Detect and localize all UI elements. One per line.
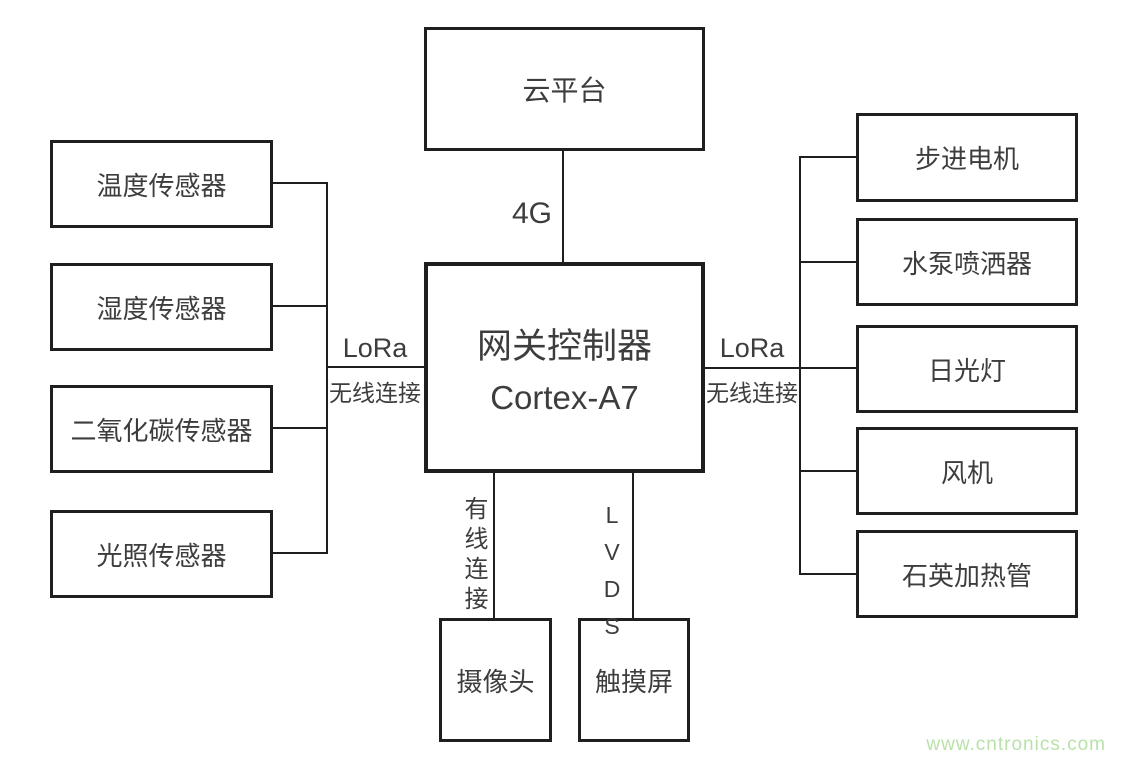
node-cloud-platform: 云平台 (424, 27, 705, 151)
edge-gateway-camera (493, 472, 495, 618)
node-touchscreen-label: 触摸屏 (594, 666, 673, 697)
node-fluorescent-lamp: 日光灯 (856, 325, 1078, 413)
edge-fluorescent-lamp (801, 367, 856, 369)
label-wired-connection: 有线连接 (460, 496, 487, 616)
node-gateway-controller: 网关控制器 Cortex-A7 (424, 262, 705, 473)
node-touchscreen: 触摸屏 (578, 618, 690, 742)
edge-fan (801, 470, 856, 472)
edge-right-bus (799, 156, 801, 575)
node-stepper-motor-label: 步进电机 (914, 144, 1019, 174)
node-fan: 风机 (856, 427, 1078, 515)
edge-gateway-touchscreen (632, 472, 634, 618)
node-camera-label: 摄像头 (456, 666, 535, 697)
label-wireless-right: 无线连接 (706, 380, 798, 406)
node-humidity-sensor: 湿度传感器 (50, 263, 273, 351)
label-lora-right: LoRa (719, 333, 785, 363)
edge-left-bus (326, 182, 328, 554)
node-quartz-heater: 石英加热管 (856, 530, 1078, 618)
node-fluorescent-lamp-label: 日光灯 (927, 355, 1006, 386)
edge-stepper-motor (801, 156, 856, 158)
node-stepper-motor: 步进电机 (856, 113, 1078, 202)
node-humidity-sensor-label: 湿度传感器 (96, 293, 227, 324)
node-water-pump-sprayer: 水泵喷洒器 (856, 218, 1078, 306)
edge-quartz-heater (801, 573, 856, 575)
node-gateway-controller-label: 网关控制器 (476, 327, 652, 366)
edge-left-bus-gateway (328, 366, 424, 368)
edge-light-sensor (271, 552, 327, 554)
node-light-sensor: 光照传感器 (50, 510, 273, 598)
node-temperature-sensor: 温度传感器 (50, 140, 273, 228)
edge-humidity-sensor (271, 305, 327, 307)
edge-co2-sensor (271, 427, 327, 429)
node-co2-sensor-label: 二氧化碳传感器 (70, 415, 253, 446)
label-wireless-left: 无线连接 (329, 380, 421, 406)
edge-cloud-gateway (562, 151, 564, 263)
node-quartz-heater-label: 石英加热管 (901, 560, 1032, 591)
edge-gateway-right-bus (705, 367, 801, 369)
label-4g: 4G (511, 197, 552, 230)
node-camera: 摄像头 (439, 618, 552, 742)
node-light-sensor-label: 光照传感器 (96, 540, 227, 571)
node-cloud-platform-label: 云平台 (522, 75, 607, 106)
label-lvds: LVDS (599, 502, 625, 650)
node-fan-label: 风机 (940, 457, 993, 488)
watermark: www.cntronics.com (926, 734, 1106, 755)
label-lora-left: LoRa (342, 333, 408, 363)
edge-water-pump (801, 261, 856, 263)
node-water-pump-sprayer-label: 水泵喷洒器 (901, 248, 1032, 279)
node-co2-sensor: 二氧化碳传感器 (50, 385, 273, 473)
node-temperature-sensor-label: 温度传感器 (96, 170, 227, 201)
edge-temperature-sensor (271, 182, 327, 184)
node-gateway-cpu-label: Cortex-A7 (490, 379, 639, 416)
